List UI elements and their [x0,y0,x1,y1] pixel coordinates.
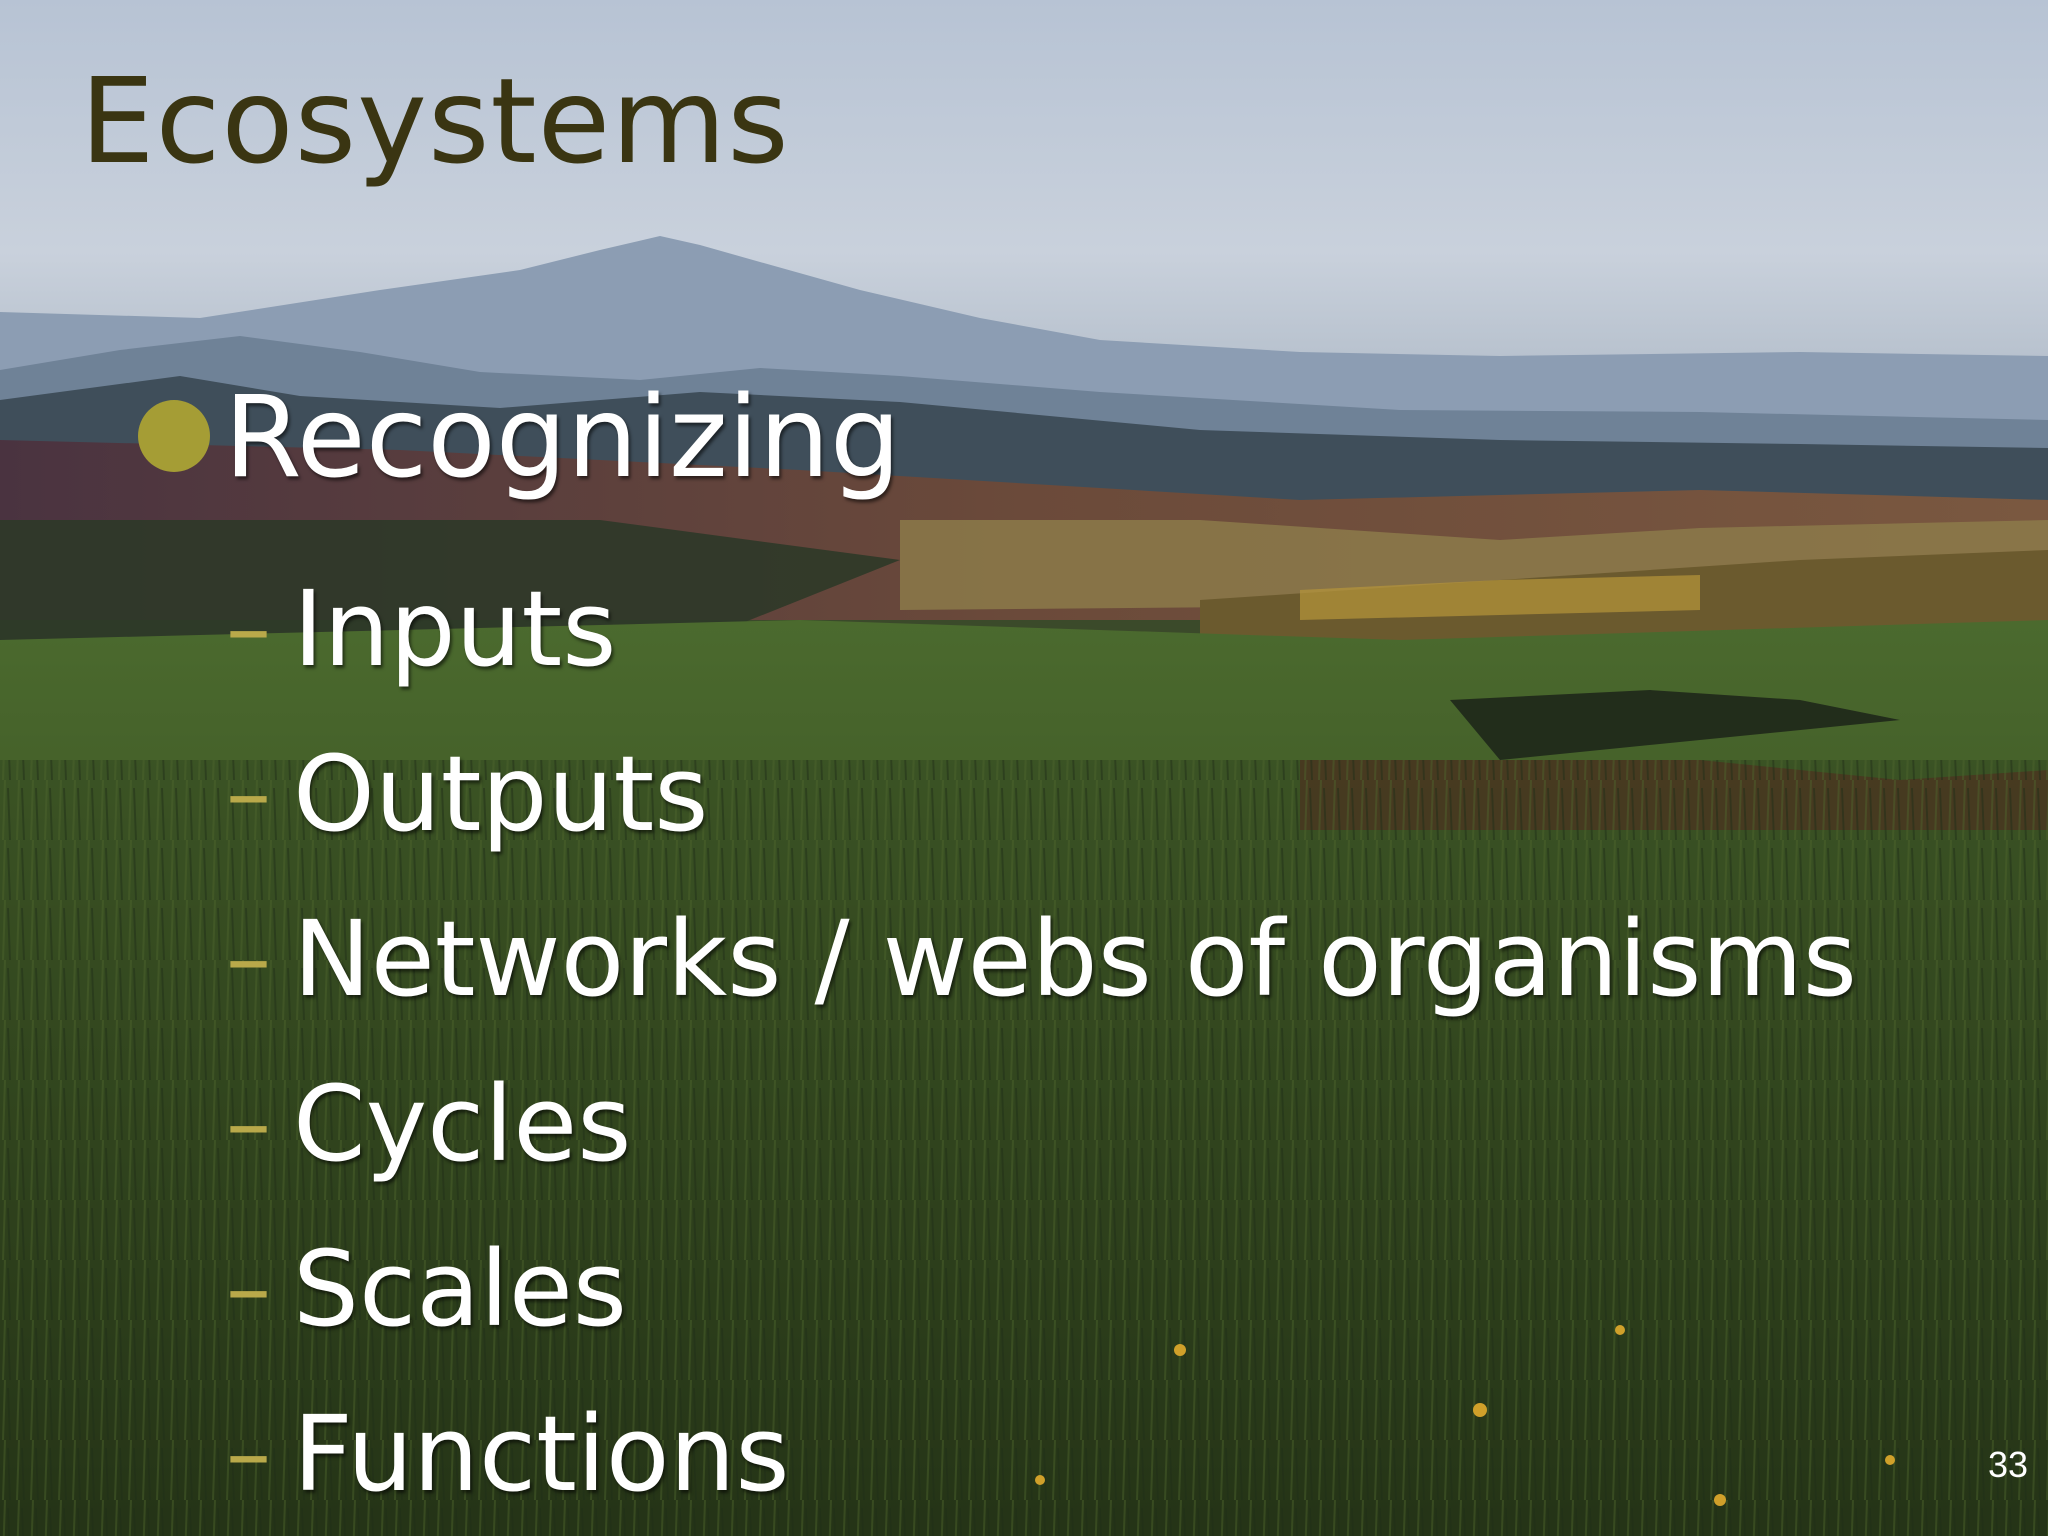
dash-icon: – [226,1071,271,1176]
sub-bullet-text: Outputs [293,732,709,855]
dash-icon: – [226,576,271,681]
sub-bullet-text: Inputs [293,567,617,690]
sub-bullet-text: Functions [293,1392,790,1515]
dash-icon: – [226,1236,271,1341]
list-item: – Inputs [226,546,1857,711]
list-item: – Scales [226,1206,1857,1371]
page-number: 33 [1987,1444,2028,1485]
sub-bullet-text: Scales [293,1227,627,1350]
main-bullet: Recognizing [138,382,901,494]
list-item: – Functions [226,1371,1857,1536]
list-item: – Networks / webs of organisms [226,876,1857,1041]
main-bullet-text: Recognizing [224,373,901,503]
dash-icon: – [226,906,271,1011]
list-item: – Outputs [226,711,1857,876]
bullet-dot-icon [138,400,210,472]
dash-icon: – [226,1401,271,1506]
dash-icon: – [226,741,271,846]
sub-bullet-list: – Inputs – Outputs – Networks / webs of … [226,546,1857,1536]
slide-title: Ecosystems [80,52,790,190]
sub-bullet-text: Cycles [293,1062,632,1185]
list-item: – Cycles [226,1041,1857,1206]
sub-bullet-text: Networks / webs of organisms [293,897,1857,1020]
